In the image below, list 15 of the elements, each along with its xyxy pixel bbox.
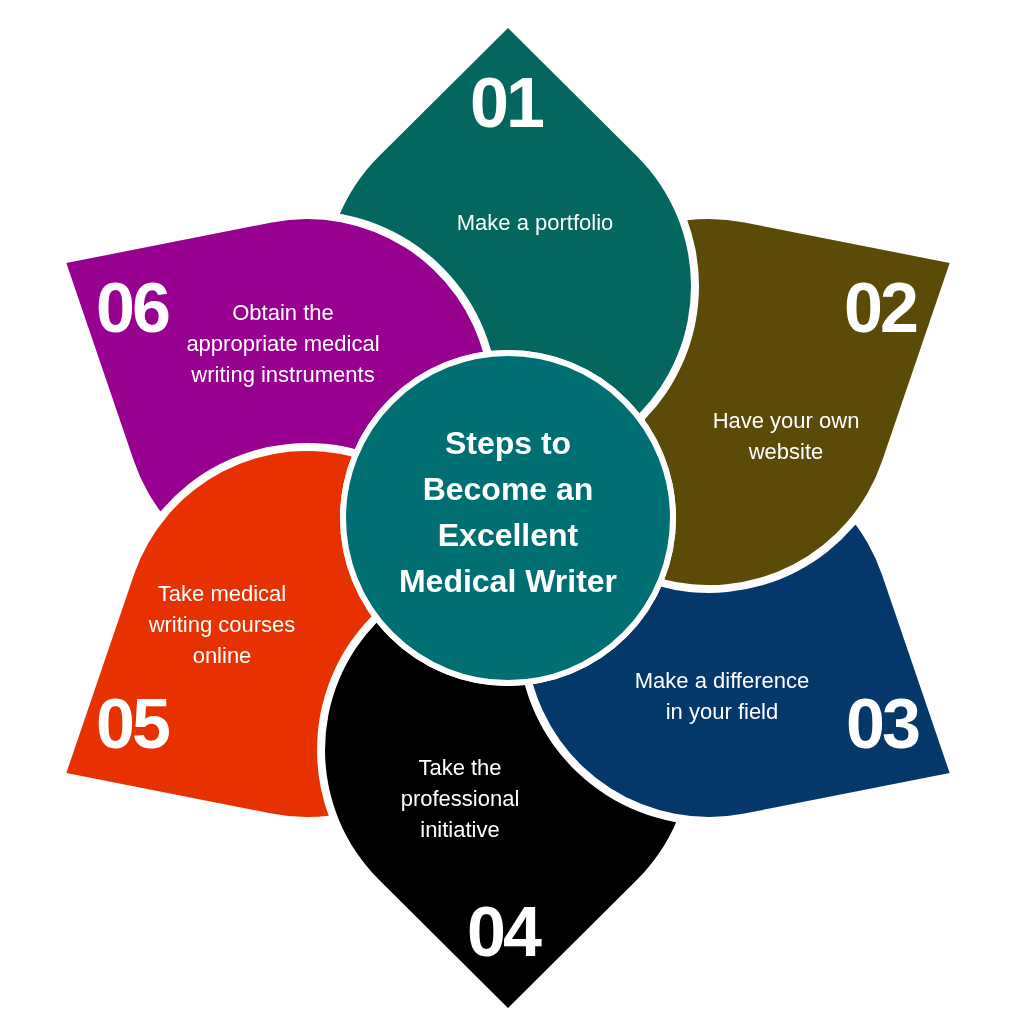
- petal: [66, 451, 372, 817]
- step-number: 01: [469, 68, 544, 138]
- step-number: 02: [843, 273, 917, 343]
- step-number: 03: [845, 689, 920, 759]
- step-number: 05: [95, 689, 170, 759]
- petal: [645, 219, 951, 585]
- step-text: Take medical writing courses online: [147, 579, 297, 670]
- step-number: 04: [466, 897, 541, 967]
- step-text: Have your own website: [711, 407, 861, 466]
- step-text: Take the professional initiative: [399, 753, 521, 844]
- step-text: Make a portfolio: [455, 208, 615, 237]
- step-text: Obtain the appropriate medical writing instruments: [185, 298, 381, 389]
- step-text: Make a difference in your field: [633, 667, 811, 726]
- step-number: 06: [95, 273, 170, 343]
- center-title: Steps to Become an Excellent Medical Writer: [397, 424, 619, 601]
